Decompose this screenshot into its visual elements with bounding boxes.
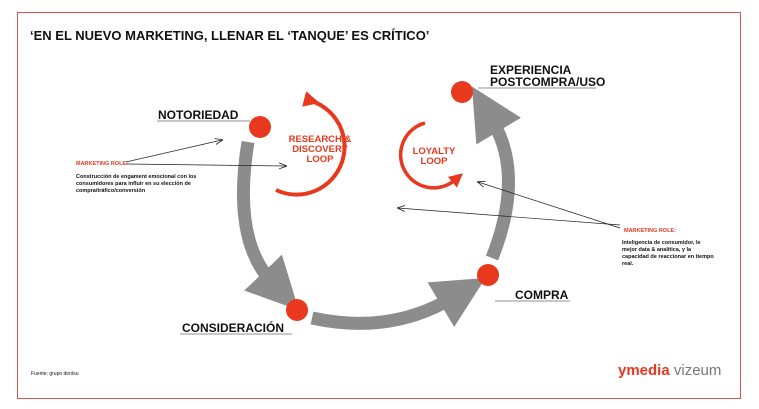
loyalty-loop-label: LOYALTY LOOP (412, 146, 456, 167)
marketing-role-left-text: Construcción de engament emocional con l… (76, 174, 197, 194)
marketing-role-right-label: MARKETING ROLE: (624, 228, 676, 234)
arrow-consideracion-compra (310, 278, 486, 330)
label-consideracion: CONSIDERACIÓN (182, 321, 285, 335)
research-loop-label: RESEARCH & DISCOVERY LOOP (288, 134, 352, 165)
dot-consideracion (286, 299, 308, 321)
arrow-notoriedad-consideracion (236, 140, 299, 311)
marketing-role-left-label: MARKETING ROLE: (76, 161, 128, 167)
label-experiencia: EXPERIENCIA POSTCOMPRA/USO (490, 64, 605, 88)
dot-compra (477, 264, 499, 286)
marketing-role-right-text: Inteligencia de consumidor, le mejor dat… (622, 240, 714, 267)
label-experiencia-line1: EXPERIENCIA (490, 63, 572, 77)
label-compra: COMPRA (515, 288, 569, 302)
pointer-left-2 (125, 164, 286, 166)
loyalty-loop-arrow (398, 121, 464, 190)
pointer-right-1 (398, 208, 621, 226)
pointer-left-1 (125, 140, 222, 163)
logo: ymedia vizeum (618, 362, 721, 379)
dot-experiencia (451, 81, 473, 103)
logo-ymedia: ymedia (618, 362, 670, 379)
dot-notoriedad (249, 116, 271, 138)
arrow-compra-experiencia (471, 86, 521, 261)
slide-title: ‘EN EL NUEVO MARKETING, LLENAR EL ‘TANQU… (30, 28, 430, 43)
research-loop-arrow (275, 91, 347, 197)
pointer-right-2 (478, 182, 621, 229)
label-experiencia-line2: POSTCOMPRA/USO (490, 75, 606, 89)
logo-vizeum: vizeum (673, 362, 722, 379)
source-note: Fuente: grupo dentsu (31, 371, 79, 377)
slide-frame (17, 12, 741, 399)
label-notoriedad: NOTORIEDAD (158, 108, 239, 122)
